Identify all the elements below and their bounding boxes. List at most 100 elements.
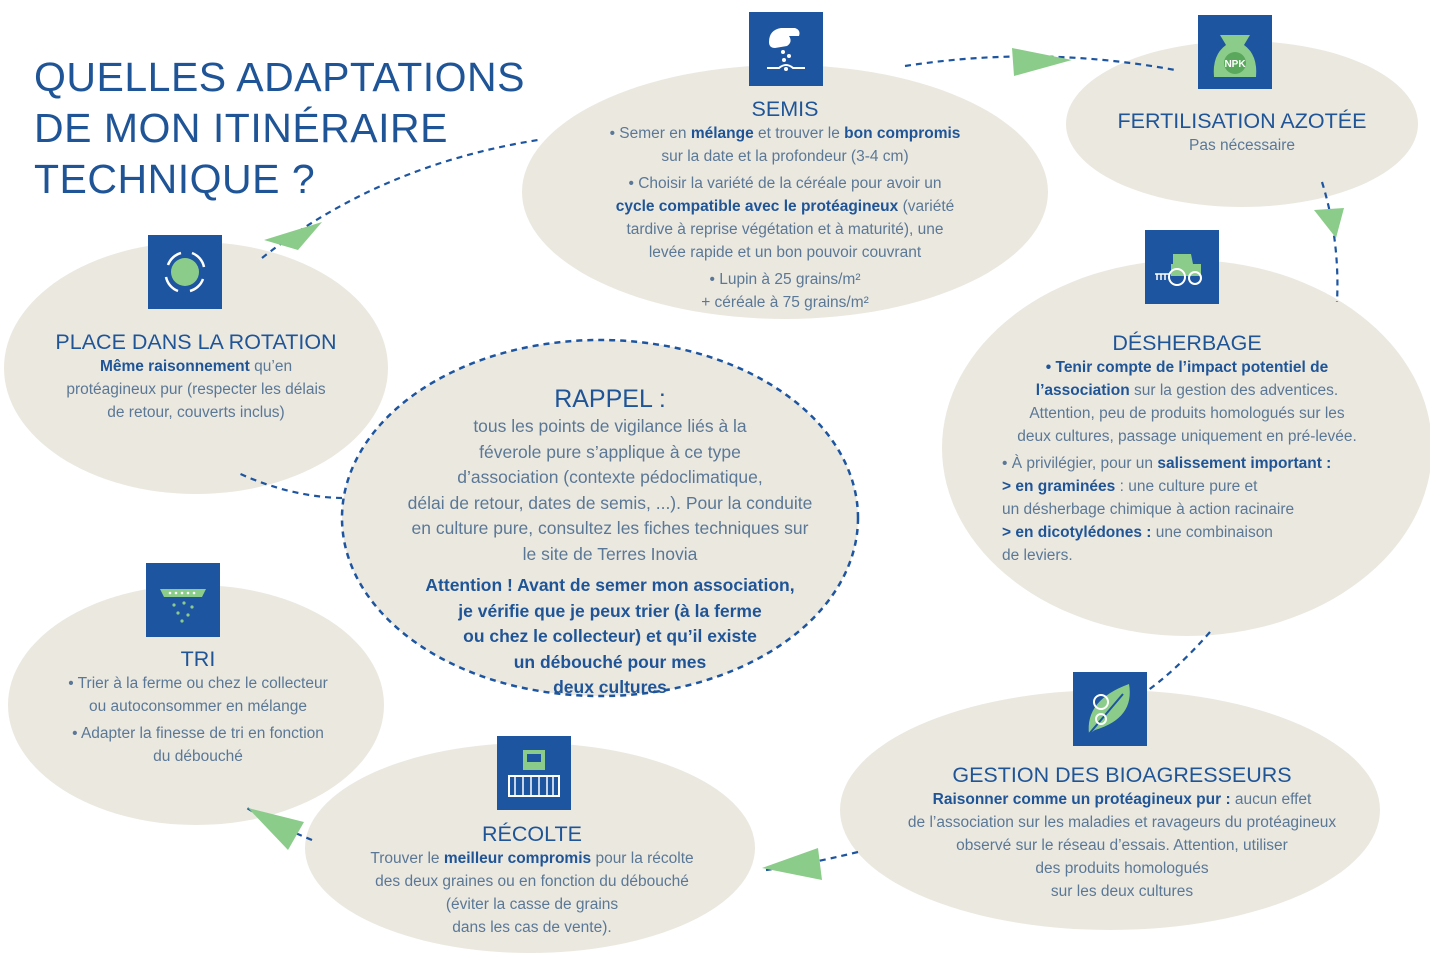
tri-ellipse [8,585,384,825]
fertilisation-ellipse [1066,41,1418,207]
tri-bullet-2: • Adapter la finesse de tri en fonction … [20,722,376,768]
desherbage-keyword-5: salissement important : [1157,455,1332,472]
semis-ellipse [522,65,1048,319]
rotation-title: PLACE DANS LA ROTATION [55,330,337,354]
semis-bullet-3: • Lupin à 25 grains/m² + céréale à 75 gr… [540,268,1030,314]
rappel-attention-1: Attention ! Avant de semer mon associati… [425,575,795,595]
seed-sowing-icon [749,12,823,86]
fertilisation-title: FERTILISATION AZOTÉE [1117,109,1367,133]
arrow-to-fertilisation [1012,48,1072,76]
page-title-line1: QUELLES ADAPTATIONS [34,54,526,100]
rappel-attention-5: deux cultures [553,677,667,697]
semis-b3-text-2: + céréale à 75 grains/m² [701,294,869,311]
page-title-line3: TECHNIQUE ? [34,156,316,202]
semis-block: SEMIS • Semer en mélange et trouver le b… [540,96,1030,318]
rappel-dashed-border [340,338,860,698]
arrow-to-recolte [762,848,822,880]
bioagresseurs-text-4: des produits homologués [1035,860,1209,877]
bioagresseurs-text-2: de l’association sur les maladies et rav… [907,814,1337,831]
semis-b2-text-3: tardive à reprise végétation et à maturi… [626,221,944,238]
semis-title: SEMIS [751,97,819,121]
recolte-block: RÉCOLTE Trouver le meilleur compromis po… [322,821,742,943]
semis-b1-text: • Semer en [609,125,691,142]
bioagresseurs-ellipse [840,690,1380,930]
desherbage-text-8: une combinaison [1151,524,1273,541]
rappel-block: RAPPEL : tous les points de vigilance li… [350,384,870,705]
desherbage-keyword-1: • Tenir compte de l’impact potentiel de [1045,359,1329,376]
tri-b2-text: • Adapter la finesse de tri en fonction [72,725,324,742]
desherbage-bullet-1: • Tenir compte de l’impact potentiel de … [972,356,1402,448]
desherbage-ellipse [942,260,1430,636]
desherbage-text-6: : une culture pure et [1115,478,1258,495]
desherbage-keyword-2: l’association [1035,382,1130,399]
rappel-attention-4: un débouché pour mes [513,651,707,672]
rotation-block: PLACE DANS LA ROTATION Même raisonnement… [24,329,368,428]
npk-fertilizer-bag-icon: NPK [1198,15,1272,89]
tri-b2-text-2: du débouché [153,748,243,765]
fertilisation-text: Pas nécessaire [1189,137,1295,154]
semis-b1-text-3: sur la date et la profondeur (3-4 cm) [661,148,909,165]
rappel-title: RAPPEL : [554,385,666,413]
recolte-keyword: meilleur compromis [443,850,592,867]
bioagresseurs-text-3: observé sur le réseau d’essais. Attentio… [956,837,1288,854]
recolte-title: RÉCOLTE [482,822,582,846]
bioagresseurs-text-5: sur les deux cultures [1050,883,1194,900]
arrow-to-desherbage [1314,208,1344,238]
arrow-to-rotation [264,222,322,250]
semis-b2-keyword: cycle compatible avec le protéagineux [615,198,899,215]
semis-b2-text-2: (variété [898,198,955,215]
rappel-attention-3: ou chez le collecteur) et qu’il existe [463,626,757,646]
rappel-text-2: féverole pure s’applique à ce type [479,441,741,462]
rappel-ellipse [342,340,858,696]
desherbage-keyword-6: > en graminées [1002,478,1116,495]
bioagresseurs-text-1: aucun effet [1230,791,1312,808]
arrow-to-tri [248,808,304,850]
bioagresseurs-text: Raisonner comme un protéagineux pur : au… [862,788,1382,903]
combine-harvester-icon [497,736,571,810]
desherbage-text-2: sur la gestion des adventices. [1129,382,1339,399]
tri-bullet-1: • Trier à la ferme ou chez le collecteur… [20,672,376,718]
rotation-text-2: protéagineux pur (respecter les délais [66,381,326,398]
fertilisation-block: FERTILISATION AZOTÉE Pas nécessaire [1090,108,1394,161]
rappel-attention-2: je vérifie que je peux trier (à la ferme [458,600,762,621]
desherbage-text-5: • À privilégier, pour un [1002,455,1158,472]
desherbage-text-9: de leviers. [1002,547,1073,564]
semis-bullet-2: • Choisir la variété de la céréale pour … [540,172,1030,264]
recolte-text-3: (éviter la casse de grains [445,896,619,913]
tri-title: TRI [180,647,216,671]
connector-fertilisation-desherbage [1320,181,1339,303]
recolte-text: Trouver le meilleur compromis pour la ré… [322,847,742,939]
rappel-text-1: tous les points de vigilance liés à la [473,416,747,436]
semis-b1-text-2: et trouver le [753,125,845,142]
rappel-text-5: en culture pure, consultez les fiches te… [411,518,809,538]
semis-bullet-1: • Semer en mélange et trouver le bon com… [540,122,1030,168]
recolte-text-1: Trouver le [370,850,444,867]
page-title-line2: DE MON ITINÉRAIRE [34,105,448,151]
rappel-text: tous les points de vigilance liés à la f… [350,414,870,567]
rotation-cycle-icon [148,235,222,309]
tri-b1-text: • Trier à la ferme ou chez le collecteur [68,675,328,692]
bioagresseurs-keyword: Raisonner comme un protéagineux pur : [932,791,1231,808]
bioagresseurs-title: GESTION DES BIOAGRESSEURS [952,763,1292,787]
semis-b1-keyword-1: mélange [690,125,754,142]
rotation-text-3: de retour, couverts inclus) [107,404,285,421]
desherbage-text-7: un désherbage chimique à action racinair… [1002,501,1295,518]
semis-b1-keyword-2: bon compromis [844,125,961,142]
bioagresseurs-block: GESTION DES BIOAGRESSEURS Raisonner comm… [862,762,1382,907]
desherbage-text-4: deux cultures, passage uniquement en pré… [1017,428,1357,445]
recolte-text-2: des deux graines ou en fonction du débou… [375,873,689,890]
rotation-ellipse [4,242,388,494]
page-title: QUELLES ADAPTATIONS DE MON ITINÉRAIRE TE… [34,52,554,205]
rappel-text-4: délai de retour, dates de semis, ...). P… [407,492,813,513]
rotation-text: Même raisonnement qu’en protéagineux pur… [24,355,368,424]
desherbage-text-3: Attention, peu de produits homologués su… [1029,405,1345,422]
desherbage-title: DÉSHERBAGE [1112,331,1262,355]
recolte-text-4: dans les cas de vente). [452,919,612,936]
sieve-sorting-icon [146,563,220,637]
rotation-keyword: Même raisonnement [99,358,250,375]
semis-b3-text: • Lupin à 25 grains/m² [709,271,861,288]
semis-b2-text-4: levée rapide et un bon pouvoir couvrant [648,244,922,261]
tri-b1-text-2: ou autoconsommer en mélange [89,698,307,715]
recolte-ellipse [305,743,755,953]
